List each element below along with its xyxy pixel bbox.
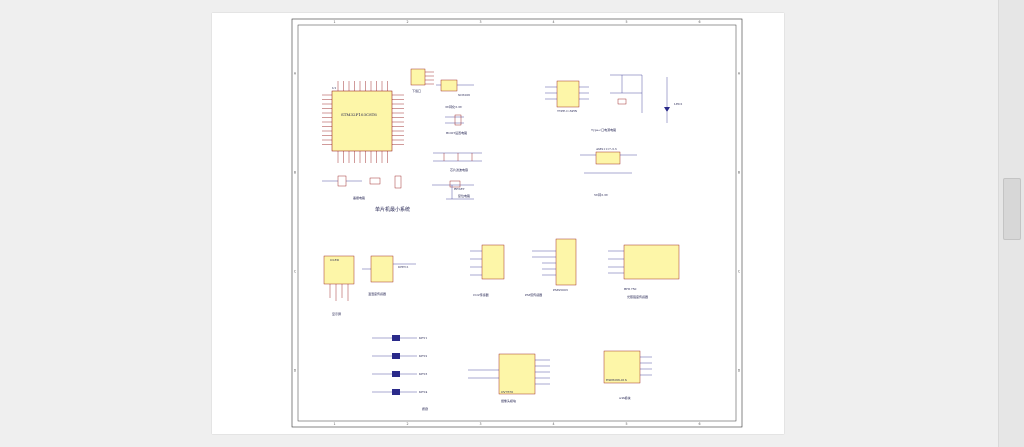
wifi-part: ESP8266-01S — [606, 378, 627, 382]
zone-column-label: 3 — [479, 20, 481, 24]
zone-column-label: 5 — [625, 422, 627, 426]
camera-module[interactable] — [498, 353, 536, 395]
decoupling-block[interactable]: 芯片滤波电容 — [433, 152, 482, 172]
oled-module[interactable] — [323, 255, 355, 285]
mcu-caption: 单片机最小系统 — [375, 206, 410, 213]
inner-border — [297, 24, 737, 422]
co2-caption: CO2传感器 — [473, 292, 489, 297]
wifi-module[interactable] — [603, 350, 641, 384]
zone-column-label: 1 — [333, 20, 335, 24]
mcu-ref: U1 — [332, 86, 337, 90]
ldo-block[interactable]: XC6206 3V转化3.3V — [436, 79, 474, 109]
mcu-block[interactable]: STM32F103C8T6 U1 下载口 晶振电路 单片机最小系统 — [322, 68, 434, 213]
light-caption: 光照强度传感器 — [627, 294, 648, 299]
buck-caption: 5V转3.3V — [594, 192, 609, 197]
key-label: KEY3 — [419, 372, 427, 376]
zone-row-labels: A A B B C C D D — [294, 72, 741, 373]
buck-block[interactable]: AMS1117-3.3 5V转3.3V — [580, 147, 637, 197]
decoupling-caption: 芯片滤波电容 — [450, 167, 468, 172]
camera-caption: 摄像头模块 — [501, 398, 516, 403]
zone-column-label: 4 — [552, 422, 554, 426]
zone-column-label: 5 — [625, 20, 627, 24]
ldo-chip[interactable] — [440, 79, 458, 92]
pm-part: PMS5003 — [553, 288, 568, 292]
zone-row-label: D — [738, 369, 741, 373]
led-symbol — [664, 107, 670, 112]
zone-row-label: B — [294, 171, 296, 175]
light-block[interactable]: BH1750 光照强度传感器 — [608, 244, 680, 299]
pm-caption: PM值传感器 — [525, 292, 542, 297]
zone-row-label: A — [294, 72, 297, 76]
co2-sensor[interactable] — [481, 244, 505, 280]
camera-part: OV7670 — [501, 390, 513, 394]
zone-row-label: C — [294, 270, 297, 274]
zone-column-label: 2 — [406, 422, 408, 426]
download-header-caption: 下载口 — [412, 88, 421, 93]
zone-column-label: 1 — [333, 422, 335, 426]
reset-block[interactable]: RESET 复位电路 — [432, 180, 474, 200]
schematic-canvas: 1 1 2 2 3 3 4 4 5 5 6 6 A A B B C C D D STM32F103C8T6 U1 下… — [291, 18, 743, 428]
key-switch[interactable] — [392, 335, 400, 341]
mcu-chip-name: STM32F103C8T6 — [341, 112, 377, 117]
light-sensor[interactable] — [623, 244, 680, 280]
key-label: KEY4 — [419, 390, 427, 394]
boot-block[interactable]: BOOT设置电路 — [445, 114, 467, 135]
crystal-symbol — [337, 175, 347, 187]
mcu-pins — [322, 81, 404, 163]
led-label: LED1 — [674, 102, 683, 106]
zone-row-label: A — [738, 72, 741, 76]
key-switch[interactable] — [392, 389, 400, 395]
key-label: KEY1 — [419, 336, 427, 340]
zone-row-label: B — [738, 171, 740, 175]
key-switch[interactable] — [392, 353, 400, 359]
download-header[interactable] — [410, 68, 426, 86]
zone-column-label: 2 — [406, 20, 408, 24]
zone-row-label: D — [294, 369, 297, 373]
reset-label: RESET — [454, 187, 465, 191]
oled-block[interactable]: OLED 显示屏 — [323, 255, 355, 316]
zone-column-label: 6 — [698, 20, 700, 24]
typec-connector[interactable] — [556, 80, 580, 108]
dht-part: DHT11 — [398, 265, 409, 269]
co2-block[interactable]: CO2传感器 — [470, 244, 505, 297]
zone-column-label: 6 — [698, 422, 700, 426]
zone-column-labels: 1 1 2 2 3 3 4 4 5 5 6 6 — [333, 20, 700, 426]
pm-block[interactable]: PMS5003 PM值传感器 — [525, 238, 577, 297]
crystal-caption: 晶振电路 — [353, 195, 365, 200]
typec-caption: Type-c口电源电路 — [591, 127, 616, 132]
oled-part: OLED — [330, 258, 340, 262]
oled-caption: 显示屏 — [332, 312, 341, 316]
wifi-caption: wifi模块 — [619, 395, 631, 400]
camera-block[interactable]: OV7670 摄像头模块 — [468, 353, 550, 403]
light-part: BH1750 — [624, 287, 637, 291]
keys-caption: 按键 — [422, 406, 428, 411]
ldo-caption: 3V转化3.3V — [445, 104, 463, 109]
buck-part: AMS1117-3.3 — [595, 147, 617, 151]
dht-sensor[interactable] — [370, 255, 394, 283]
dht-caption: 温湿度传感器 — [368, 291, 386, 296]
typec-part: TYPE-C-6PIN — [557, 109, 578, 113]
buck-chip[interactable] — [595, 151, 621, 165]
pm-sensor[interactable] — [555, 238, 577, 286]
outer-border — [291, 18, 743, 428]
side-panel-tab[interactable] — [1003, 178, 1021, 240]
typec-block[interactable]: TYPE-C-6PIN LED1 Type-c口电源电路 — [545, 74, 683, 132]
zone-column-label: 3 — [479, 422, 481, 426]
schematic-page[interactable]: 1 1 2 2 3 3 4 4 5 5 6 6 A A B B C C D D STM32F103C8T6 U1 下… — [212, 13, 784, 434]
wifi-block[interactable]: ESP8266-01S wifi模块 — [603, 350, 652, 400]
key-switch[interactable] — [392, 371, 400, 377]
key-label: KEY2 — [419, 354, 427, 358]
boot-caption: BOOT设置电路 — [446, 130, 467, 135]
reset-caption: 复位电路 — [458, 193, 470, 198]
ldo-part: XC6206 — [458, 93, 470, 97]
zone-row-label: C — [738, 270, 741, 274]
zone-column-label: 4 — [552, 20, 554, 24]
dht-block[interactable]: DHT11 温湿度传感器 — [362, 255, 416, 296]
mcu-chip[interactable] — [331, 90, 393, 152]
